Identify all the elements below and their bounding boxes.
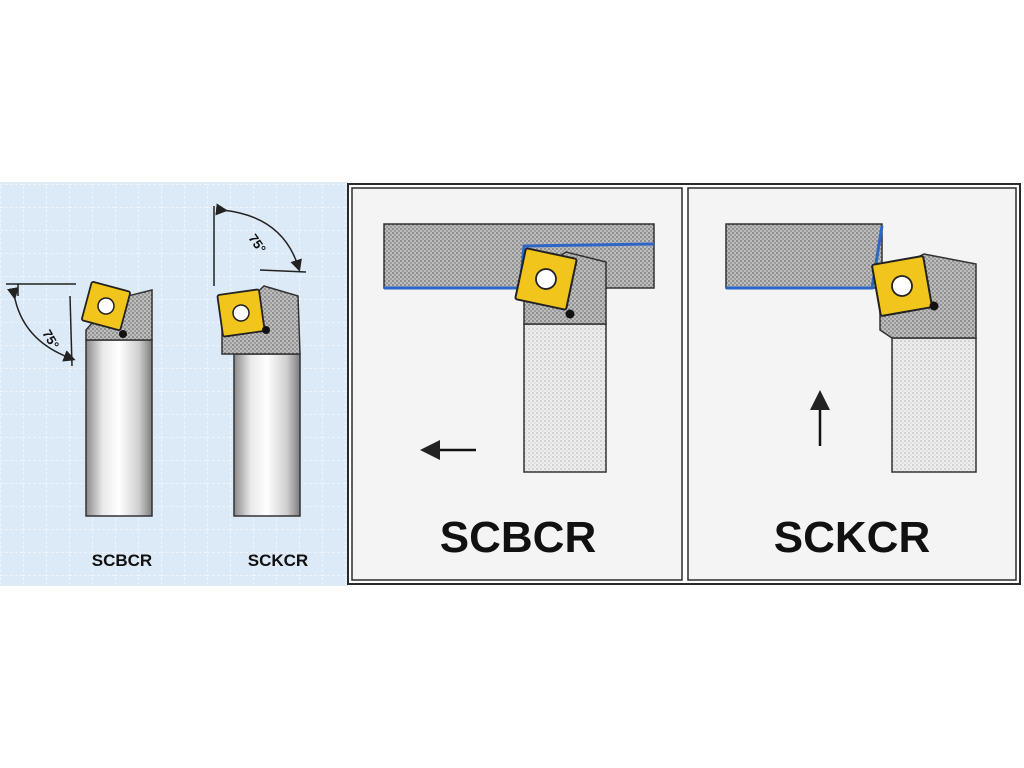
right-panel: SCBCR SCKCR: [347, 183, 1021, 585]
angle-arc: [7, 287, 76, 362]
tool-label-scbcr: SCBCR: [92, 551, 152, 570]
clamp-screw: [119, 330, 127, 338]
tool-shank: [85, 339, 153, 517]
insert: [514, 247, 578, 311]
left-panel: 75° SCBCR 75° SCKCR: [0, 182, 348, 586]
tool-shank: [891, 337, 977, 473]
insert: [81, 281, 131, 331]
insert: [216, 288, 266, 338]
box-label-scbcr: SCBCR: [440, 513, 596, 562]
clamp-screw: [262, 326, 270, 334]
tool-sckcr-drawing: 75°: [213, 203, 307, 517]
insert: [871, 255, 933, 317]
sckcr-operation: [725, 223, 977, 473]
tool-scbcr-drawing: 75°: [6, 281, 153, 517]
tool-shank: [233, 353, 301, 517]
box-label-sckcr: SCKCR: [774, 513, 930, 562]
scbcr-operation: [383, 223, 655, 473]
workpiece: [725, 223, 883, 289]
machined-edge: [726, 225, 884, 290]
clamp-screw: [565, 309, 575, 319]
clamp-screw: [929, 301, 939, 311]
angle-arc: [215, 203, 302, 272]
tool-shank: [523, 323, 607, 473]
tool-label-sckcr: SCKCR: [248, 551, 308, 570]
